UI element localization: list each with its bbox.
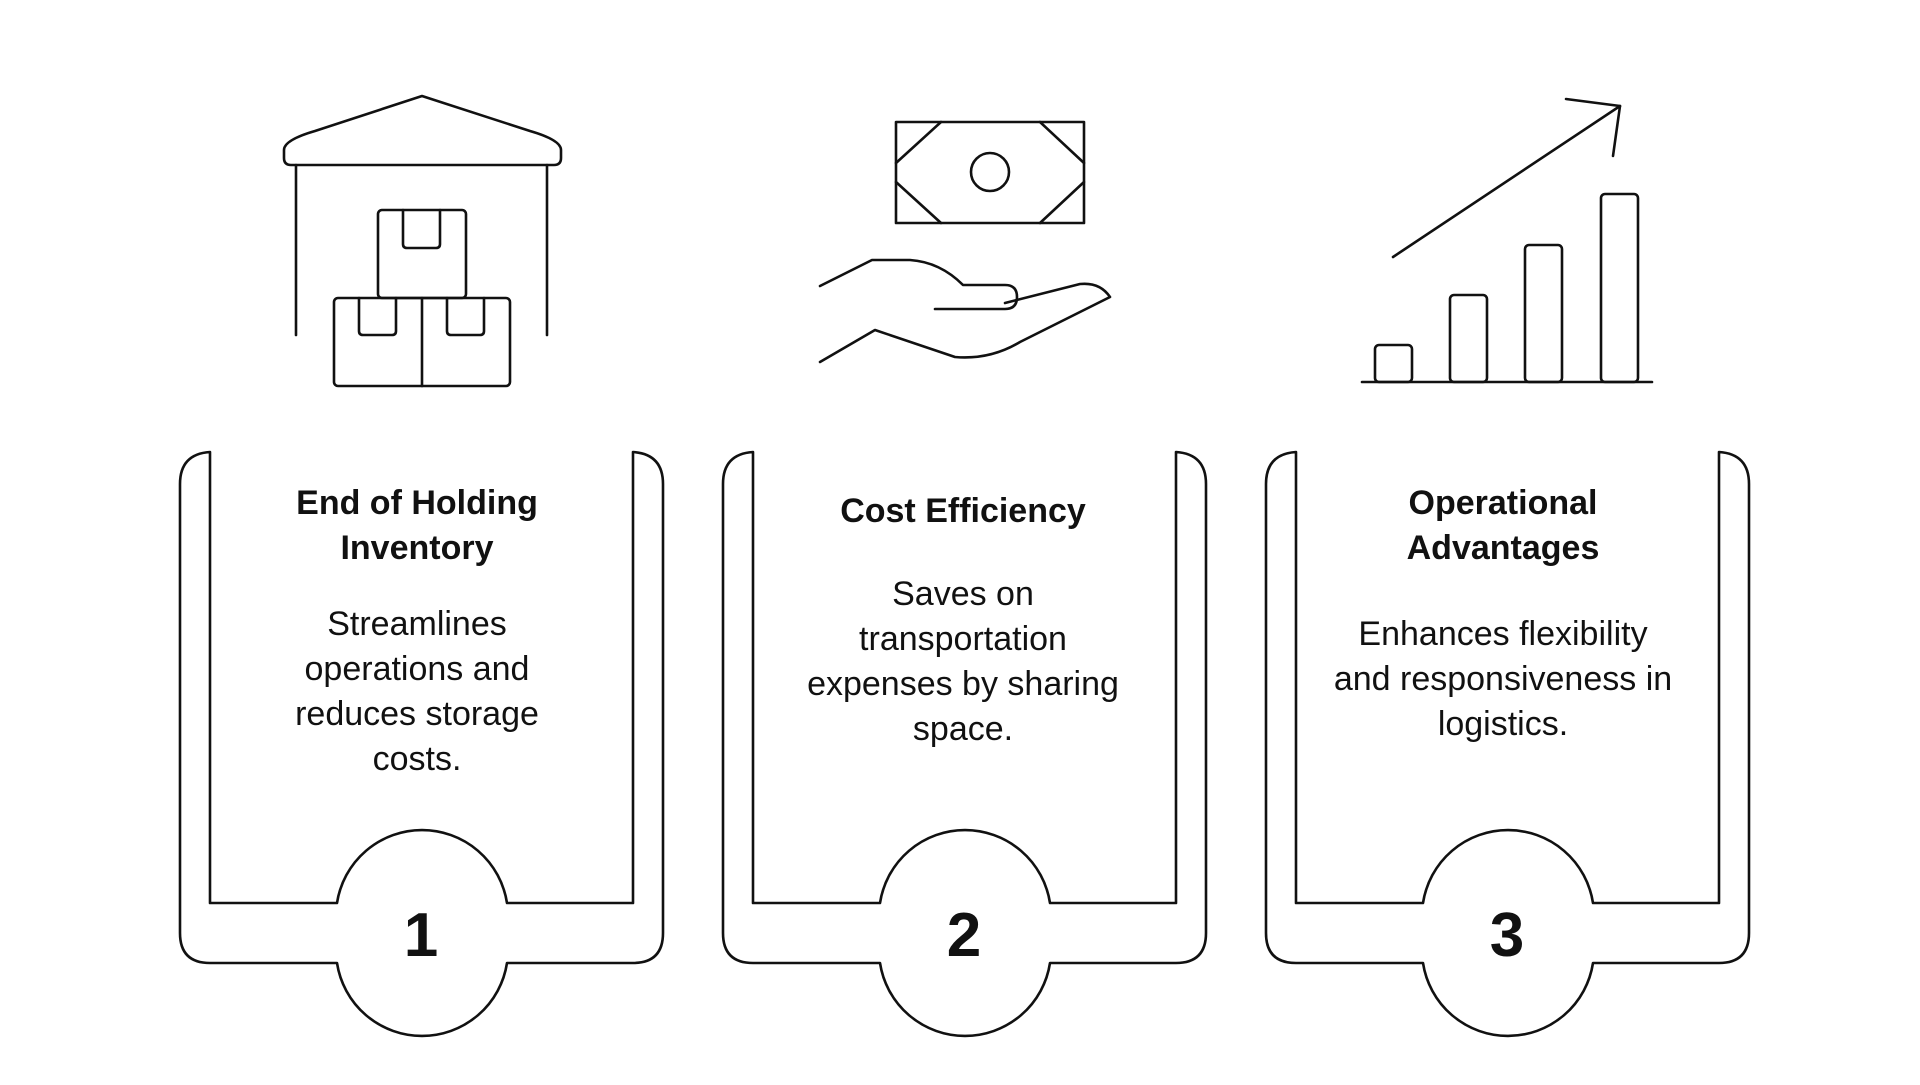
- growth-chart-icon: [1360, 97, 1654, 384]
- card-title: End of Holding Inventory: [296, 484, 538, 567]
- step-number-3: 3: [1489, 901, 1525, 970]
- step-number-1: 1: [403, 901, 439, 970]
- card-title: Operational Advantages: [1406, 484, 1600, 567]
- card-description: Streamlines operations and reduces stora…: [295, 605, 539, 778]
- step-number-2: 2: [946, 901, 982, 970]
- hand-money-icon: [818, 120, 1112, 364]
- card-frame-3: [1264, 450, 1751, 1038]
- card-description: Enhances flexibility and responsiveness …: [1333, 615, 1673, 743]
- card-description: Saves on transportation expenses by shar…: [807, 575, 1119, 748]
- card-frame-1: [178, 450, 665, 1038]
- warehouse-boxes-icon: [282, 94, 563, 388]
- card-title: Cost Efficiency: [840, 492, 1086, 530]
- card-frame-2: [721, 450, 1208, 1038]
